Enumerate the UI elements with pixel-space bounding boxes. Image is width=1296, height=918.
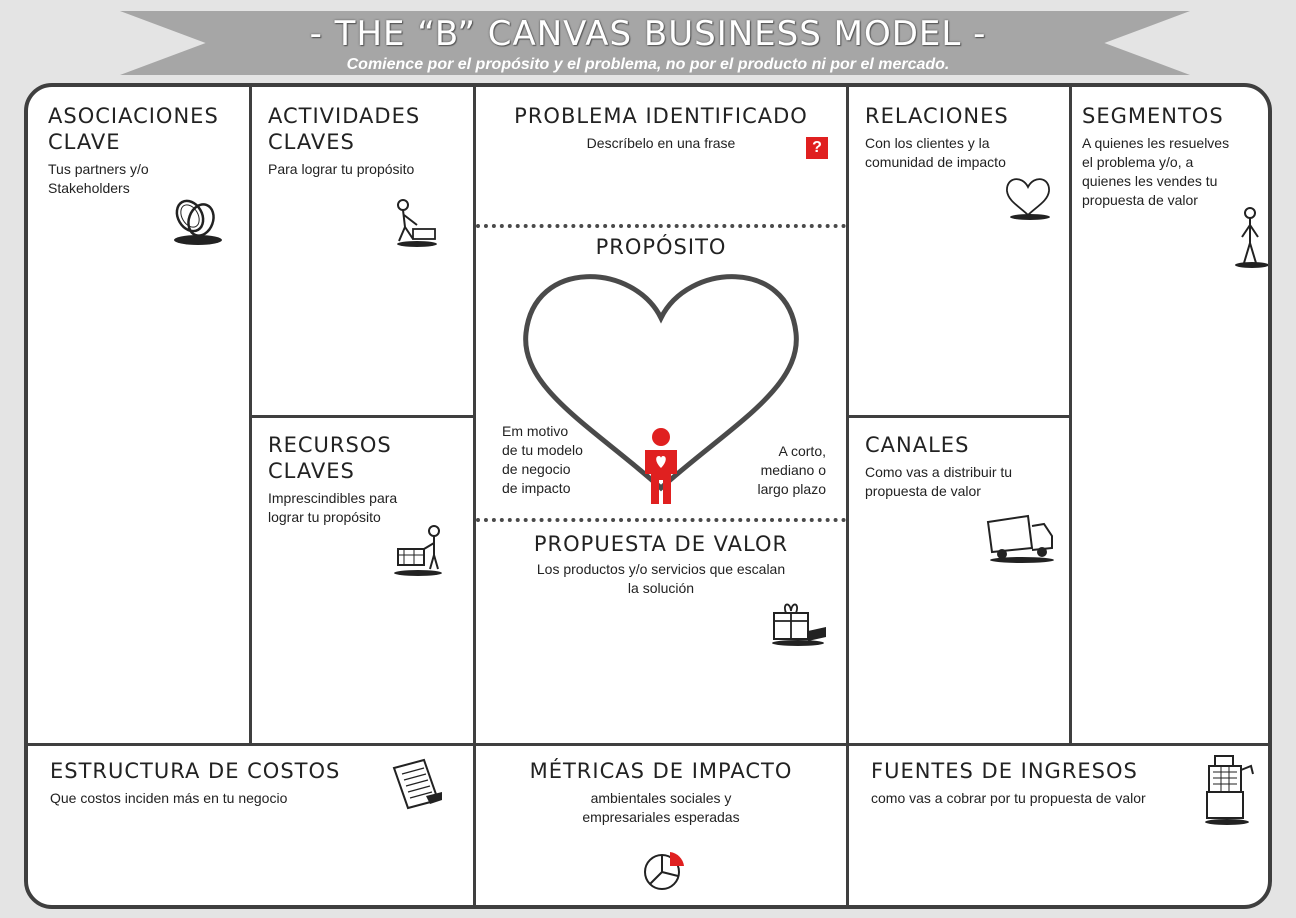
block-proposito[interactable]: PROPÓSITO Em motivo de tu modelo de nego… xyxy=(476,228,846,518)
gift-package-icon xyxy=(772,603,826,646)
person-heart-icon xyxy=(645,428,677,504)
heart-outline-icon xyxy=(523,274,799,492)
small-heart-icon xyxy=(1006,178,1050,220)
proposito-right-note: A corto, mediano o largo plazo xyxy=(757,443,827,497)
cash-register-icon xyxy=(1205,755,1254,825)
document-icon xyxy=(392,758,442,810)
block-title: PROPÓSITO xyxy=(595,235,727,259)
block-description: Para lograr tu propósito xyxy=(268,161,415,177)
worker-icon xyxy=(397,199,437,247)
divider-line xyxy=(28,743,1268,746)
block-description: A quienes les resuelves el problema y/o,… xyxy=(1082,135,1230,208)
block-segmentos[interactable]: SEGMENTOS A quienes les resuelves el pro… xyxy=(1072,87,1268,743)
block-title: PROBLEMA IDENTIFICADO xyxy=(514,104,808,128)
divider-line xyxy=(846,415,1072,418)
standing-person-icon xyxy=(1235,207,1268,268)
dotted-divider xyxy=(476,224,846,228)
lifter-icon xyxy=(394,525,442,576)
block-propuesta-de-valor[interactable]: PROPUESTA DE VALOR Los productos y/o ser… xyxy=(476,523,846,743)
block-description: Que costos inciden más en tu negocio xyxy=(50,790,288,806)
question-badge: ? xyxy=(806,137,828,159)
block-estructura-de-costos[interactable]: ESTRUCTURA DE COSTOS Que costos inciden … xyxy=(28,746,473,905)
title-banner xyxy=(120,11,1190,75)
page-title: - THE “B” CANVAS BUSINESS MODEL - xyxy=(309,14,987,54)
rings-icon xyxy=(174,199,222,245)
divider-line xyxy=(473,87,476,905)
block-title: ESTRUCTURA DE COSTOS xyxy=(50,759,341,783)
truck-icon xyxy=(986,514,1054,563)
proposito-left-note: Em motivo de tu modelo de negocio de imp… xyxy=(502,423,583,496)
divider-line xyxy=(846,87,849,905)
block-title: PROPUESTA DE VALOR xyxy=(533,532,789,556)
block-problema-identificado[interactable]: PROBLEMA IDENTIFICADO Descríbelo en una … xyxy=(476,87,846,224)
block-title: SEGMENTOS xyxy=(1082,104,1224,128)
divider-line xyxy=(249,415,475,418)
block-fuentes-de-ingresos[interactable]: FUENTES DE INGRESOS como vas a cobrar po… xyxy=(849,746,1268,905)
pie-chart-icon xyxy=(644,852,684,890)
block-title: MÉTRICAS DE IMPACTO xyxy=(529,759,793,783)
block-description: como vas a cobrar por tu propuesta de va… xyxy=(871,790,1146,806)
block-title: FUENTES DE INGRESOS xyxy=(871,759,1138,783)
block-description: Descríbelo en una frase xyxy=(586,135,736,151)
block-metricas-de-impacto[interactable]: MÉTRICAS DE IMPACTO ambientales sociales… xyxy=(476,746,846,905)
dotted-divider xyxy=(476,518,846,522)
block-title: CANALES xyxy=(865,433,970,457)
page-subtitle: Comience por el propósito y el problema,… xyxy=(346,56,950,73)
block-title: RELACIONES xyxy=(865,104,1009,128)
